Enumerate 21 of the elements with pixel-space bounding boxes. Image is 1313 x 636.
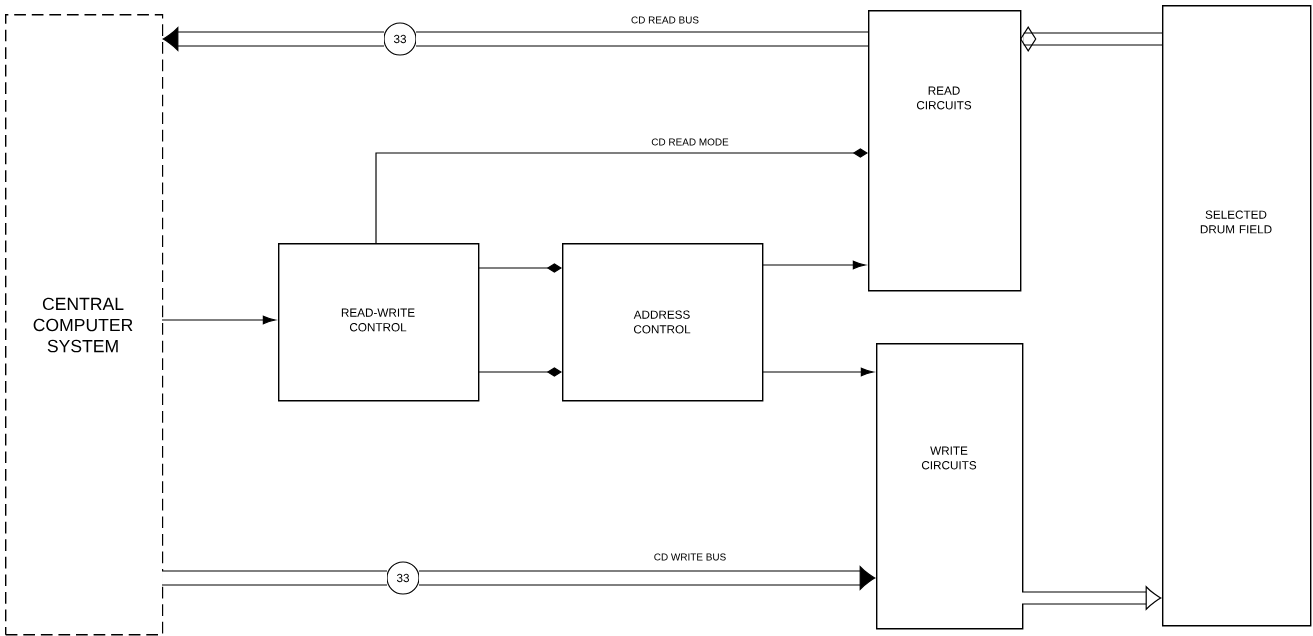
block-box: CENTRAL COMPUTER SYSTEM bbox=[5, 14, 164, 636]
arrow bbox=[161, 315, 276, 325]
connector-line bbox=[162, 570, 387, 586]
arrow bbox=[162, 27, 384, 51]
diamond-connector bbox=[477, 367, 562, 377]
block-box: READ-WRITE CONTROL bbox=[278, 243, 480, 402]
arrow bbox=[761, 367, 874, 377]
arrow bbox=[419, 566, 876, 590]
edge-label: CD READ MODE bbox=[650, 137, 730, 147]
diamond-connector bbox=[477, 263, 562, 273]
block-box: SELECTED DRUM FIELD bbox=[1162, 5, 1312, 627]
block-box: ADDRESS CONTROL bbox=[562, 243, 764, 402]
arrow bbox=[761, 260, 866, 270]
edge-label: CD WRITE BUS bbox=[652, 552, 728, 562]
edge-label: CD READ BUS bbox=[629, 15, 701, 25]
block-box: WRITE CIRCUITS bbox=[876, 343, 1024, 630]
connector-line bbox=[416, 31, 868, 47]
diamond-connector bbox=[1020, 26, 1162, 52]
diamond-connector bbox=[375, 148, 868, 244]
arrow bbox=[1022, 586, 1162, 610]
block-box: READ CIRCUITS bbox=[868, 10, 1022, 292]
